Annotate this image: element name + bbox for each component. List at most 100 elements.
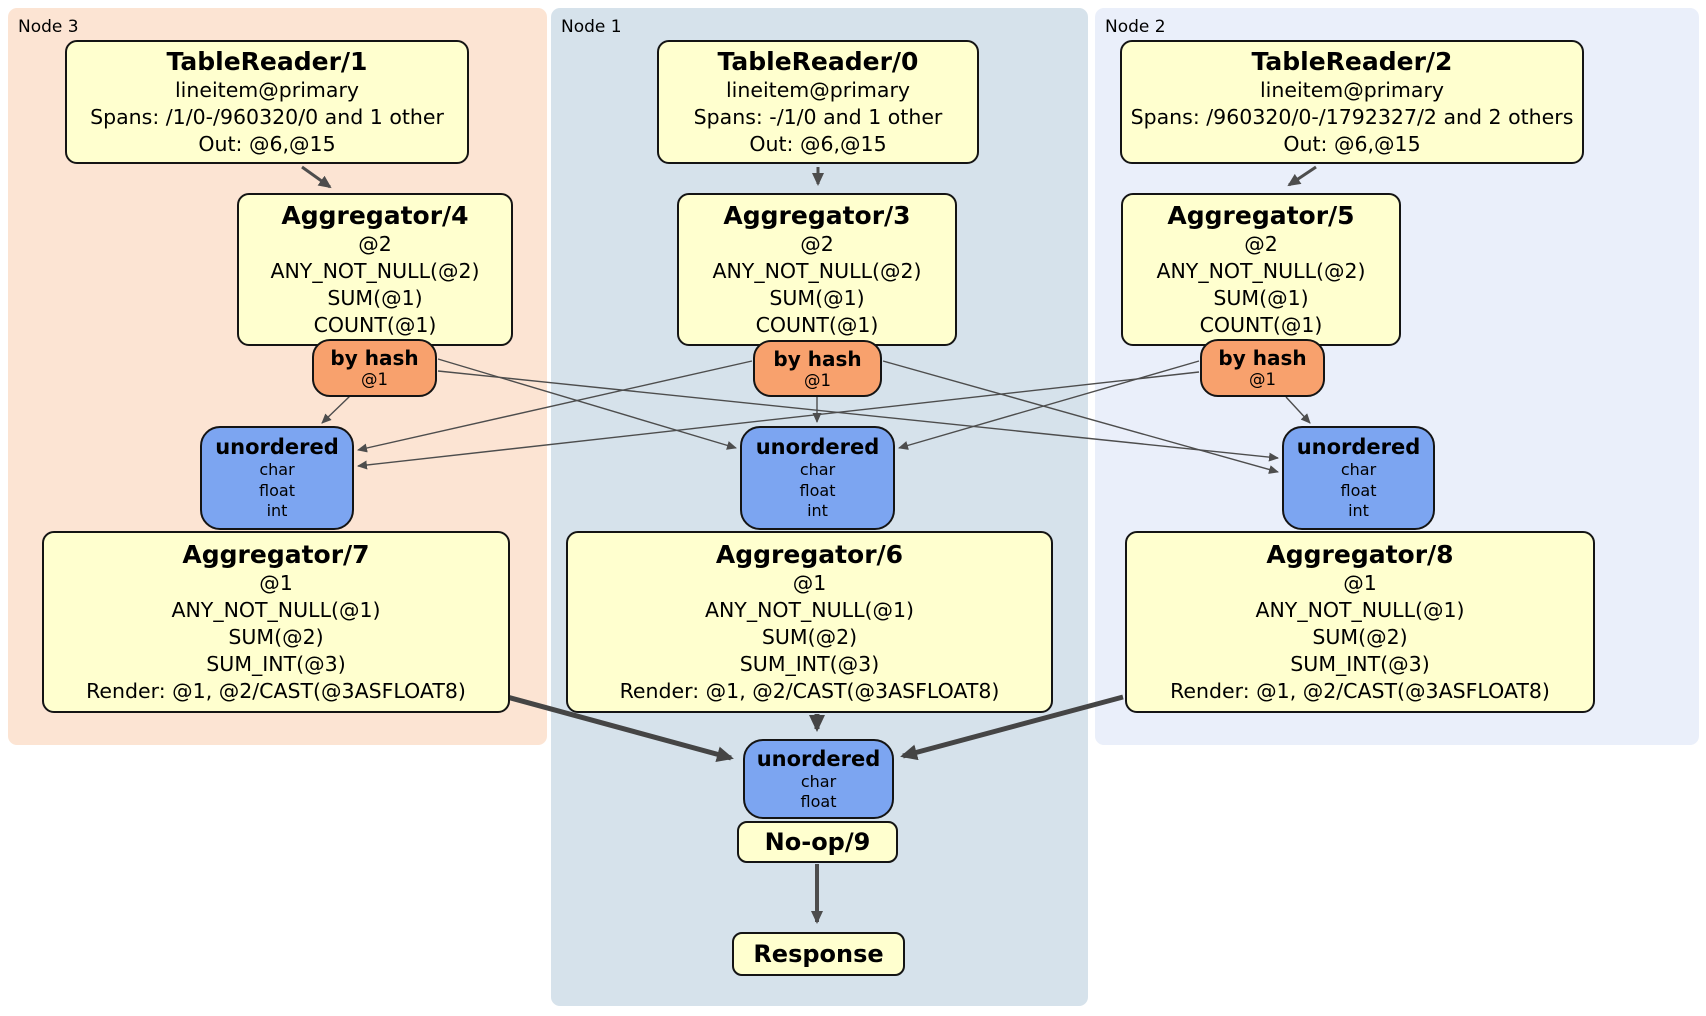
box-line: lineitem@primary	[725, 78, 911, 102]
tablereader-0-box: TableReader/0 lineitem@primary Spans: -/…	[657, 40, 979, 164]
unordered-sync-node3: unordered char float int	[200, 426, 354, 530]
box-line: ANY_NOT_NULL(@1)	[1255, 598, 1465, 622]
node2-label: Node 2	[1105, 17, 1166, 37]
box-title: unordered	[755, 435, 880, 460]
box-title: TableReader/1	[166, 47, 368, 76]
edge-router3-sync1	[437, 358, 737, 450]
hash-router-node3: by hash @1	[312, 339, 437, 397]
box-line: float	[800, 792, 837, 811]
box-line: SUM_INT(@3)	[206, 652, 346, 676]
aggregator-8-box: Aggregator/8 @1 ANY_NOT_NULL(@1) SUM(@2)…	[1125, 531, 1595, 713]
aggregator-7-box: Aggregator/7 @1 ANY_NOT_NULL(@1) SUM(@2)…	[42, 531, 510, 713]
node1-label: Node 1	[561, 17, 622, 37]
box-line: SUM(@2)	[1312, 625, 1408, 649]
aggregator-4-box: Aggregator/4 @2 ANY_NOT_NULL(@2) SUM(@1)…	[237, 193, 513, 346]
edge-router1-sync3	[357, 360, 753, 453]
box-line: char	[800, 771, 837, 791]
box-line: lineitem@primary	[1259, 78, 1445, 102]
box-line: COUNT(@1)	[1199, 313, 1323, 337]
edge-router2-sync2	[1285, 396, 1311, 424]
box-line: int	[807, 501, 828, 521]
box-line: float	[259, 480, 295, 500]
box-line: @2	[800, 232, 834, 256]
hash-router-node2: by hash @1	[1200, 339, 1325, 397]
aggregator-5-box: Aggregator/5 @2 ANY_NOT_NULL(@2) SUM(@1)…	[1121, 193, 1401, 346]
box-line: int	[1348, 501, 1369, 521]
box-title: Response	[753, 940, 884, 968]
box-title: Aggregator/3	[723, 201, 911, 230]
tablereader-1-box: TableReader/1 lineitem@primary Spans: /1…	[65, 40, 469, 164]
tablereader-2-box: TableReader/2 lineitem@primary Spans: /9…	[1120, 40, 1584, 164]
box-title: by hash	[330, 346, 419, 370]
box-line: @1	[792, 571, 827, 595]
node3-label: Node 3	[18, 17, 79, 37]
box-line: Spans: /960320/0-/1792327/2 and 2 others	[1130, 105, 1574, 129]
box-line: ANY_NOT_NULL(@2)	[712, 259, 922, 283]
box-title: Aggregator/7	[182, 540, 370, 569]
box-line: char	[799, 460, 836, 480]
box-line: int	[266, 501, 288, 521]
box-line: ANY_NOT_NULL(@2)	[270, 259, 480, 283]
box-line: char	[259, 460, 295, 480]
box-line: float	[799, 480, 836, 500]
hash-router-node1: by hash @1	[753, 340, 882, 397]
box-line: SUM(@2)	[228, 625, 324, 649]
box-line: char	[1340, 460, 1377, 480]
box-line: Render: @1, @2/CAST(@3ASFLOAT8)	[86, 679, 466, 703]
edge-router3-sync2	[437, 370, 1279, 462]
box-line: @1	[804, 370, 831, 390]
box-title: by hash	[773, 346, 862, 371]
box-line: SUM(@1)	[1213, 286, 1309, 310]
edge-router3-sync3	[321, 395, 351, 424]
box-title: Aggregator/6	[715, 540, 904, 569]
box-title: Aggregator/5	[1167, 201, 1355, 230]
final-unordered-sync: unordered char float	[743, 739, 894, 819]
box-title: TableReader/0	[717, 47, 919, 76]
edge-router1-sync2	[882, 360, 1279, 474]
box-title: unordered	[756, 746, 881, 771]
edge-tablereader1-aggregator4	[301, 165, 332, 189]
box-title: No-op/9	[764, 828, 871, 856]
unordered-sync-node2: unordered char float int	[1282, 426, 1435, 530]
aggregator-3-box: Aggregator/3 @2 ANY_NOT_NULL(@2) SUM(@1)…	[677, 193, 957, 346]
box-line: ANY_NOT_NULL(@1)	[171, 598, 381, 622]
box-line: Out: @6,@15	[1283, 132, 1421, 156]
noop-box: No-op/9	[737, 821, 898, 863]
box-line: Out: @6,@15	[749, 132, 887, 156]
edge-aggregator7-final-sync	[506, 694, 734, 763]
edge-router2-sync1	[898, 360, 1200, 450]
box-line: Spans: /1/0-/960320/0 and 1 other	[90, 105, 444, 129]
box-line: COUNT(@1)	[755, 313, 879, 337]
edge-aggregator8-final-sync	[900, 694, 1124, 761]
box-line: lineitem@primary	[174, 78, 360, 102]
box-title: unordered	[1296, 435, 1421, 460]
box-line: COUNT(@1)	[313, 313, 437, 337]
box-line: SUM(@1)	[769, 286, 865, 310]
box-line: float	[1340, 480, 1377, 500]
box-title: TableReader/2	[1251, 47, 1453, 76]
aggregator-6-box: Aggregator/6 @1 ANY_NOT_NULL(@1) SUM(@2)…	[566, 531, 1053, 713]
box-line: @1	[1343, 571, 1377, 595]
box-line: @2	[358, 232, 392, 256]
box-title: unordered	[215, 435, 339, 460]
box-line: Out: @6,@15	[198, 132, 336, 156]
box-line: SUM(@1)	[327, 286, 423, 310]
box-title: Aggregator/8	[1266, 540, 1454, 569]
box-line: Render: @1, @2/CAST(@3ASFLOAT8)	[619, 679, 1000, 703]
box-line: SUM_INT(@3)	[739, 652, 880, 676]
box-line: @1	[259, 571, 293, 595]
box-title: by hash	[1218, 346, 1307, 370]
box-line: @2	[1244, 232, 1278, 256]
edge-router2-sync3	[357, 371, 1200, 470]
edge-tablereader2-aggregator5	[1287, 165, 1317, 187]
box-line: @1	[1249, 370, 1276, 389]
box-line: @1	[361, 370, 388, 389]
box-line: ANY_NOT_NULL(@2)	[1156, 259, 1366, 283]
box-line: Render: @1, @2/CAST(@3ASFLOAT8)	[1170, 679, 1550, 703]
box-line: SUM_INT(@3)	[1290, 652, 1430, 676]
box-line: ANY_NOT_NULL(@1)	[704, 598, 915, 622]
unordered-sync-node1: unordered char float int	[740, 426, 895, 530]
response-box: Response	[732, 932, 905, 976]
